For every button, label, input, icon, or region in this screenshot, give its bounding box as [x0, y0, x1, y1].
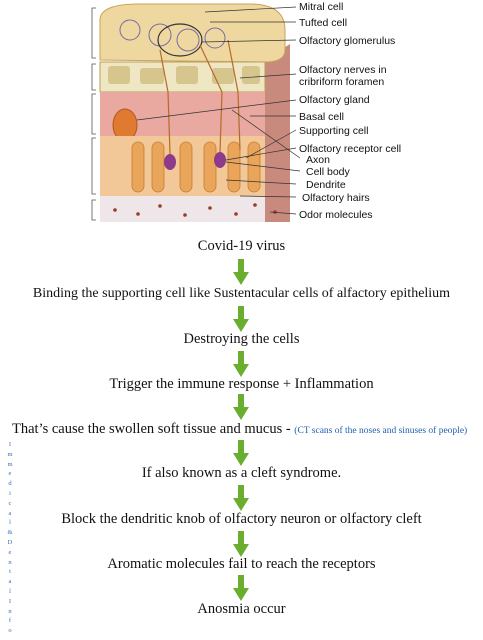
leader-lines — [136, 6, 301, 215]
label-dendrite: Dendrite — [306, 179, 346, 191]
down-arrow-6 — [233, 485, 249, 511]
down-arrow-5 — [233, 440, 249, 466]
glomerulus-highlight — [157, 23, 203, 57]
down-arrow-8 — [233, 575, 249, 601]
label-tufted-cell: Tufted cell — [299, 17, 347, 29]
flow-step-covid-virus: Covid-19 virus — [197, 238, 286, 254]
receptor-cell-bodies — [164, 152, 226, 170]
flow-step-binding-supporting-cell: Binding the supporting cell like Sustent… — [32, 286, 451, 301]
label-mitral-cell: Mitral cell — [299, 1, 343, 13]
flow-step-destroying-cells: Destroying the cells — [183, 331, 300, 347]
label-axon: Axon — [306, 154, 330, 166]
flow-step-block-dendritic-knob: Block the dendritic knob of olfactory ne… — [61, 511, 422, 527]
label-basal-cell: Basal cell — [299, 111, 344, 123]
flow-step-swollen-tissue: That’s cause the swollen soft tissue and… — [12, 421, 483, 438]
flow-step-cleft-syndrome: If also known as a cleft syndrome. — [141, 465, 342, 481]
label-cell-body: Cell body — [306, 166, 351, 178]
label-olfactory-glomerulus: Olfactory glomerulus — [299, 35, 395, 47]
ct-scan-note: (CT scans of the noses and sinuses of pe… — [294, 426, 468, 436]
layer-brackets — [91, 7, 96, 221]
swollen-tissue-text: That’s cause the swollen soft tissue and… — [12, 421, 295, 437]
down-arrow-4 — [233, 394, 249, 420]
olfactory-bulb — [99, 3, 286, 63]
flow-step-immune-response: Trigger the immune response + Inflammati… — [109, 376, 374, 392]
block-side-face — [265, 44, 290, 222]
flow-step-aromatic-molecules: Aromatic molecules fail to reach the rec… — [107, 556, 376, 572]
label-olfactory-hairs: Olfactory hairs — [302, 192, 370, 204]
down-arrow-3 — [233, 351, 249, 377]
label-supporting-cell: Supporting cell — [299, 125, 368, 137]
down-arrow-2 — [233, 306, 249, 332]
flow-step-anosmia: Anosmia occur — [197, 601, 286, 617]
axons — [159, 39, 241, 155]
mucus-layer — [100, 196, 265, 222]
label-olfactory-nerves: Olfactory nerves in — [299, 64, 387, 76]
olfactory-anatomy-figure: Mitral cell Tufted cell Olfactory glomer… — [91, 1, 401, 222]
down-arrow-7 — [233, 531, 249, 557]
bone-texture — [108, 66, 260, 84]
label-olfactory-gland: Olfactory gland — [299, 94, 370, 106]
odor-molecules — [113, 203, 277, 217]
label-odor-molecules: Odor molecules — [299, 209, 373, 221]
label-cribriform-foramen: cribriform foramen — [299, 76, 384, 88]
down-arrow-1 — [233, 259, 249, 285]
label-olfactory-receptor-cell: Olfactory receptor cell — [299, 143, 401, 155]
